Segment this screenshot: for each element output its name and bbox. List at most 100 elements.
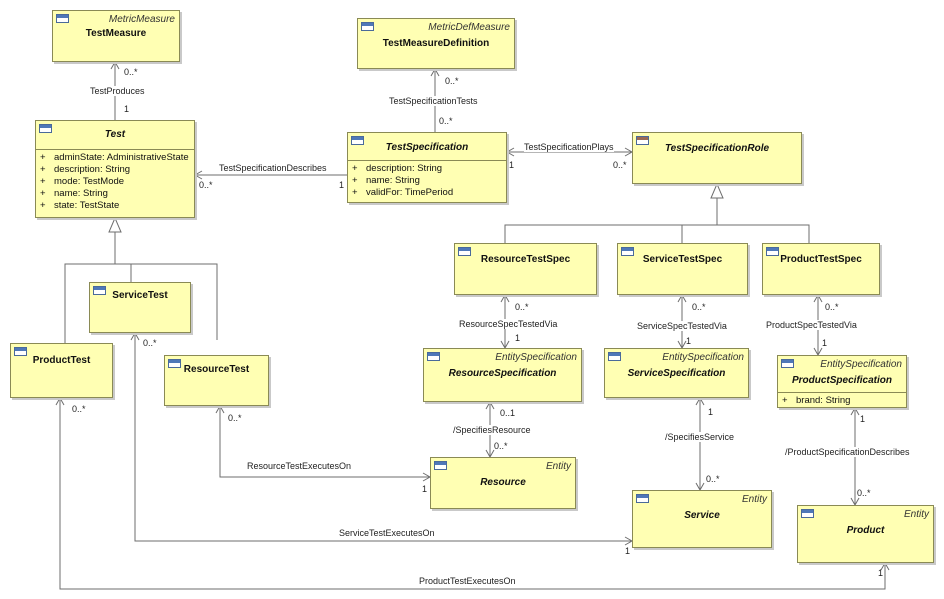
attribute-row: +name: String	[352, 175, 420, 186]
stereotype-label: Entity	[545, 461, 571, 472]
mult-service-test-executes-on-b: 1	[625, 546, 631, 556]
class-product[interactable]: Entity Product	[797, 505, 934, 563]
arrowhead-resource-test-spec	[500, 293, 510, 303]
mult-resource-spec-tested-via-a: 0..*	[515, 302, 529, 312]
class-test-specification[interactable]: TestSpecification +description: String +…	[347, 132, 507, 203]
class-name: TestMeasureDefinition	[382, 38, 490, 49]
mult-service-spec-tested-via-a: 0..*	[692, 302, 706, 312]
attribute-row: +mode: TestMode	[40, 176, 125, 187]
assoc-label-product-specification-describes: /ProductSpecificationDescribes	[785, 447, 910, 457]
mult-specifies-resource-b: 0..*	[494, 441, 508, 451]
mult-product-specification-describes-a: 1	[860, 414, 866, 424]
class-icon	[361, 22, 374, 31]
attribute-row: +name: String	[40, 188, 108, 199]
class-resource-test[interactable]: ResourceTest	[164, 355, 269, 406]
class-name: ResourceTestSpec	[480, 254, 571, 265]
class-name: Test	[104, 129, 126, 140]
arrowhead-service-test	[130, 331, 140, 341]
mult-specifies-service-b: 0..*	[706, 474, 720, 484]
stereotype-label: EntitySpecification	[662, 352, 744, 363]
class-icon	[434, 461, 447, 470]
assoc-label-test-specification-plays: TestSpecificationPlays	[524, 142, 614, 152]
mult-specifies-service-a: 1	[708, 407, 714, 417]
class-service[interactable]: Entity Service	[632, 490, 772, 548]
class-test-measure-definition[interactable]: MetricDefMeasure TestMeasureDefinition	[357, 18, 515, 69]
class-icon	[14, 347, 27, 356]
attribute-compartment: +brand: String	[778, 392, 906, 407]
class-resource-specification[interactable]: EntitySpecification ResourceSpecificatio…	[423, 348, 582, 402]
assoc-label-product-test-executes-on: ProductTestExecutesOn	[419, 576, 516, 586]
attribute-row: +description: String	[40, 164, 131, 175]
attribute-row: +validFor: TimePeriod	[352, 187, 454, 198]
class-name: ProductTest	[32, 355, 91, 366]
arrowhead-product-spec-bottom	[850, 406, 860, 416]
mult-test-specification-plays-b: 0..*	[613, 160, 627, 170]
class-service-test[interactable]: ServiceTest	[89, 282, 191, 333]
class-service-test-spec[interactable]: ServiceTestSpec	[617, 243, 748, 295]
class-icon	[351, 136, 364, 145]
class-name: ResourceSpecification	[448, 368, 557, 379]
class-name: ServiceTest	[112, 290, 168, 301]
stereotype-label: EntitySpecification	[495, 352, 577, 363]
stereotype-label: Entity	[741, 494, 767, 505]
mult-specifies-resource-a: 0..1	[500, 408, 516, 418]
class-name: TestSpecificationRole	[664, 143, 770, 154]
assoc-label-specifies-resource: /SpecifiesResource	[453, 425, 531, 435]
assoc-label-test-specification-tests: TestSpecificationTests	[389, 96, 478, 106]
assoc-line-resource-test-executes-on	[219, 406, 430, 478]
class-test-specification-role[interactable]: TestSpecificationRole	[632, 132, 802, 184]
mult-product-spec-tested-via-a: 0..*	[825, 302, 839, 312]
class-name: ServiceTestSpec	[642, 254, 723, 265]
arrowhead-product-test	[55, 396, 65, 406]
assoc-line-service-test-executes-on	[134, 333, 632, 542]
generalization-line-test-spec-role	[504, 198, 810, 243]
class-name: Resource	[480, 477, 526, 488]
class-icon	[801, 509, 814, 518]
class-icon	[636, 136, 649, 145]
class-name: Product	[846, 525, 885, 536]
class-resource-test-spec[interactable]: ResourceTestSpec	[454, 243, 597, 295]
class-product-test-spec[interactable]: ProductTestSpec	[762, 243, 880, 295]
class-resource[interactable]: Entity Resource	[430, 457, 576, 509]
class-icon	[427, 352, 440, 361]
class-icon	[93, 286, 106, 295]
class-name: TestMeasure	[85, 28, 147, 39]
arrowhead-product-test-spec	[813, 293, 823, 303]
class-service-specification[interactable]: EntitySpecification ServiceSpecification	[604, 348, 749, 398]
mult-test-specification-describes-b: 1	[339, 180, 345, 190]
assoc-label-test-produces: TestProduces	[90, 86, 145, 96]
attribute-row: +brand: String	[782, 395, 851, 406]
class-name: Service	[684, 510, 720, 521]
assoc-label-resource-spec-tested-via: ResourceSpecTestedVia	[459, 319, 558, 329]
mult-test-produces-a: 0..*	[124, 67, 138, 77]
arrowhead-service-test-spec	[677, 293, 687, 303]
class-product-test[interactable]: ProductTest	[10, 343, 113, 398]
mult-product-spec-tested-via-b: 1	[822, 338, 828, 348]
assoc-label-resource-test-executes-on: ResourceTestExecutesOn	[247, 461, 352, 471]
assoc-label-test-specification-describes: TestSpecificationDescribes	[219, 163, 327, 173]
class-name: ResourceTest	[183, 364, 250, 375]
arrowhead-product-exec	[880, 561, 890, 571]
class-name: TestSpecification	[385, 142, 469, 153]
arrowhead-test-measure-definition	[430, 67, 440, 77]
arrowhead-resource-test	[215, 404, 225, 414]
mult-test-specification-plays-a: 1	[509, 160, 515, 170]
class-icon	[458, 247, 471, 256]
class-icon	[766, 247, 779, 256]
stereotype-label: MetricMeasure	[108, 14, 175, 25]
class-icon	[781, 359, 794, 368]
stereotype-label: EntitySpecification	[820, 359, 902, 370]
class-icon	[621, 247, 634, 256]
mult-test-produces-b: 1	[124, 104, 130, 114]
mult-product-test-executes-on-a: 0..*	[72, 404, 86, 414]
class-test-measure[interactable]: MetricMeasure TestMeasure	[52, 10, 180, 62]
mult-test-specification-describes-a: 0..*	[199, 180, 213, 190]
arrowhead-test	[193, 170, 203, 180]
class-test[interactable]: Test +adminState: AdministrativeState +d…	[35, 120, 195, 218]
arrowhead-service-spec-bottom	[695, 396, 705, 406]
attribute-row: +adminState: AdministrativeState	[40, 152, 189, 163]
attribute-row: +description: String	[352, 163, 443, 174]
mult-product-specification-describes-b: 0..*	[857, 488, 871, 498]
class-product-specification[interactable]: EntitySpecification ProductSpecification…	[777, 355, 907, 408]
assoc-label-service-test-executes-on: ServiceTestExecutesOn	[339, 528, 435, 538]
